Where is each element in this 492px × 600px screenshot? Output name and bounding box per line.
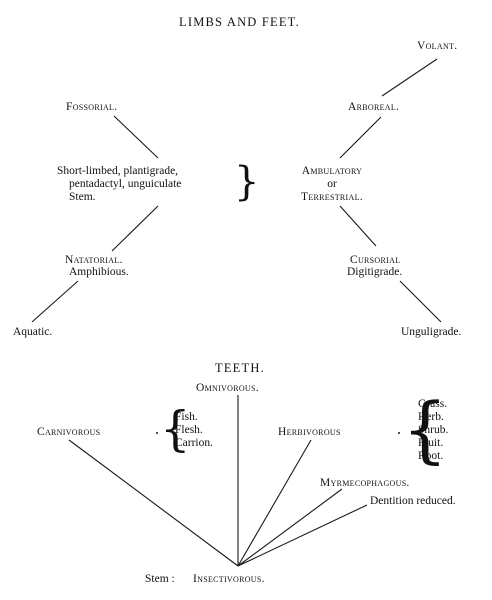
label-amphibious: Amphibious. xyxy=(69,266,129,278)
line-insectivorous-to-herbivorous xyxy=(237,439,312,567)
food-fish: Fish. xyxy=(175,411,198,423)
label-ambulatory: Ambulatory xyxy=(301,165,363,177)
food-herb: Herb. xyxy=(418,411,444,423)
label-digitigrade: Digitigrade. xyxy=(347,266,403,278)
label-omnivorous: Omnivorous. xyxy=(196,382,259,394)
label-carnivorous: Carnivorous xyxy=(37,426,101,438)
line-stem-to-natatorial xyxy=(111,205,159,252)
label-aquatic: Aquatic. xyxy=(13,326,53,338)
food-root: Root. xyxy=(418,450,444,462)
food-shrub: Shrub. xyxy=(418,424,449,436)
label-myrmecophagous: Myrmecophagous. xyxy=(320,477,410,489)
label-insectivorous: Insectivorous. xyxy=(193,573,265,585)
label-stem-line2: pentadactyl, unguiculate xyxy=(69,178,182,190)
label-terrestrial: Terrestrial. xyxy=(301,191,363,203)
line-stem-to-fossorial xyxy=(113,115,159,159)
limbs-heading: LIMBS AND FEET. xyxy=(179,15,300,29)
food-fruit: Fruit. xyxy=(418,437,444,449)
brace-carnivore-foods: { xyxy=(160,401,191,457)
food-carrion: Carrion. xyxy=(175,437,214,449)
line-natatorial-to-aquatic xyxy=(31,280,79,323)
food-grass: Grass. xyxy=(418,398,448,410)
label-stem-line1: Short-limbed, plantigrade, xyxy=(57,165,179,177)
brace-stem: } xyxy=(234,159,260,205)
line-ambulatory-to-arboreal xyxy=(339,116,382,159)
teeth-heading: TEETH. xyxy=(215,361,265,375)
label-volant: Volant. xyxy=(417,40,458,52)
line-insectivorous-to-carnivorous xyxy=(68,439,239,567)
dot-carnivorous xyxy=(156,432,158,434)
label-dentition-reduced: Dentition reduced. xyxy=(370,495,456,507)
food-flesh: Flesh. xyxy=(175,424,203,436)
label-natatorial: Natatorial. xyxy=(65,254,123,266)
label-cursorial: Cursorial xyxy=(350,254,401,266)
label-stem-line3: Stem. xyxy=(69,191,96,203)
line-insectivorous-to-dentition-reduced xyxy=(237,504,368,567)
line-ambulatory-to-cursorial xyxy=(339,205,377,247)
dot-herbivorous xyxy=(398,432,400,434)
label-herbivorous: Herbivorous xyxy=(278,426,341,438)
label-or: or xyxy=(327,178,337,190)
line-insectivorous-to-myrmecophagous xyxy=(237,488,343,567)
line-cursorial-to-unguligrade xyxy=(399,280,442,323)
label-unguligrade: Unguligrade. xyxy=(401,326,462,338)
label-fossorial: Fossorial. xyxy=(66,101,118,113)
label-arboreal: Arboreal. xyxy=(348,101,400,113)
label-stem-prefix: Stem : xyxy=(145,573,175,585)
brace-herbivore-foods: { xyxy=(402,387,448,471)
line-arboreal-to-volant xyxy=(381,58,438,97)
